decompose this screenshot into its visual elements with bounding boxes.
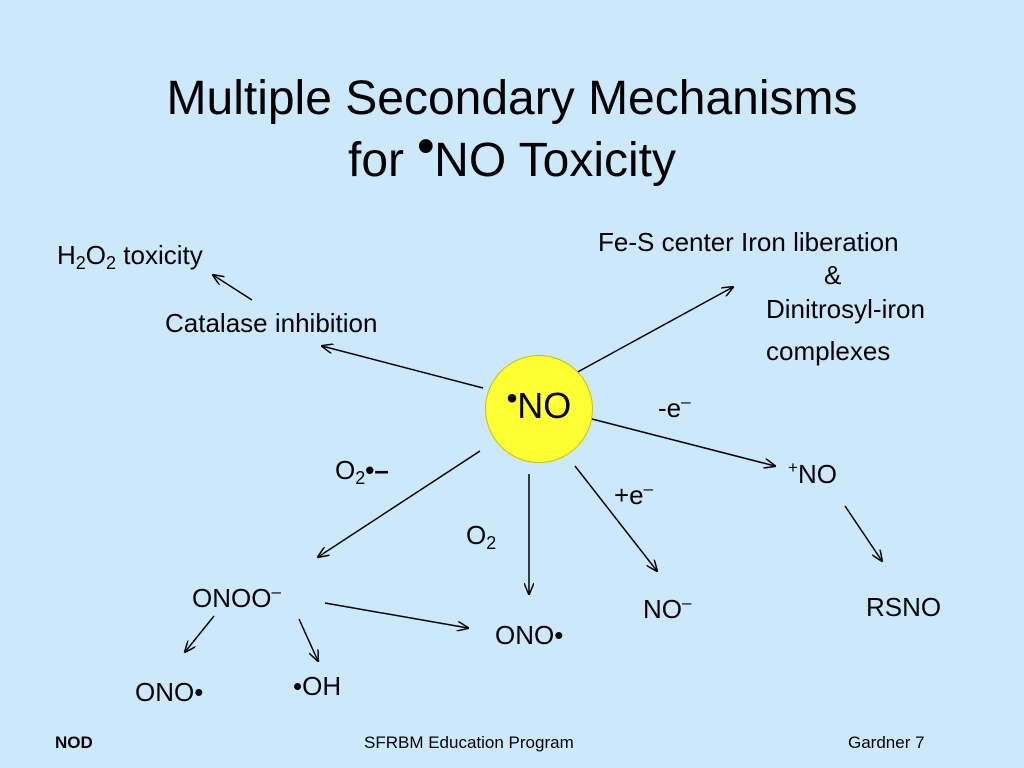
ono-radical-left-label: ONO•: [135, 677, 204, 707]
arrow-onoo-to-ono: [324, 602, 468, 628]
h-subscript: 2: [75, 253, 86, 273]
minus-e-text: -e: [658, 393, 682, 423]
h-letter: H: [57, 240, 76, 270]
arrow-no-to-no-minus: [574, 465, 657, 571]
arrow-catalase-to-h2o2: [213, 275, 253, 301]
slide-title: Multiple Secondary Mechanisms for •NO To…: [0, 68, 1024, 192]
title-suffix: NO Toxicity: [434, 134, 676, 187]
no-minus-label: NO–: [643, 594, 691, 624]
footer-right: Gardner 7: [848, 733, 925, 752]
complexes-label: complexes: [766, 336, 891, 366]
arrow-no-to-plus-no: [591, 418, 775, 466]
title-line-2: for •NO Toxicity: [0, 120, 1024, 192]
superoxide-o: O: [335, 455, 356, 485]
title-line-1: Multiple Secondary Mechanisms: [166, 72, 858, 125]
ono-radical-center-label: ONO•: [495, 620, 564, 650]
arrow-plus-no-to-rsno: [844, 505, 882, 561]
o2-label: O2: [466, 520, 497, 553]
plus-e-label: +e–: [614, 480, 653, 510]
minus-e-sup: –: [681, 392, 691, 411]
o2-sub: 2: [486, 533, 497, 553]
no-radical-dot: •: [506, 382, 518, 415]
o2-o: O: [466, 520, 487, 550]
o-letter: O: [85, 240, 107, 270]
dinitrosyl-iron-label: Dinitrosyl-iron: [766, 294, 925, 324]
minus-e-label: -e–: [658, 393, 691, 423]
arrow-onoo-to-oh: [298, 618, 318, 661]
fes-ampersand: &: [824, 260, 842, 290]
onoo-label: ONOO–: [192, 583, 281, 613]
superoxide-charge: •–: [365, 455, 389, 485]
no-text: NO: [517, 385, 572, 426]
footer-left: NOD: [55, 733, 93, 752]
h2o2-toxicity-label: H2O2 toxicity: [57, 240, 203, 273]
superoxide-sub: 2: [355, 468, 366, 488]
plus-no-sup: +: [788, 458, 798, 477]
arrow-onoo-to-ono-left: [185, 615, 215, 652]
o-subscript: 2: [106, 253, 117, 273]
no-center-circle: [485, 355, 593, 463]
arrow-no-to-onoo: [318, 450, 481, 557]
plus-no-label: +NO: [788, 459, 837, 489]
title-radical-dot: •: [417, 120, 435, 173]
no-minus-sup: –: [682, 593, 692, 612]
toxicity-word: toxicity: [116, 240, 203, 270]
superoxide-label: O2•–: [335, 455, 389, 488]
rsno-label: RSNO: [866, 592, 942, 622]
plus-e-text: +e: [614, 480, 644, 510]
hydroxyl-radical-label: •OH: [293, 671, 342, 701]
onoo-text: ONOO: [192, 583, 272, 613]
plus-no-text: NO: [797, 459, 837, 489]
arrow-no-to-fes: [573, 287, 733, 375]
arrow-no-to-catalase: [322, 346, 484, 389]
onoo-sup: –: [271, 582, 281, 601]
catalase-inhibition-label: Catalase inhibition: [165, 308, 378, 338]
title-prefix: for: [348, 134, 418, 187]
fes-center-label: Fe-S center Iron liberation: [598, 227, 899, 257]
plus-e-sup: –: [643, 479, 654, 498]
no-minus-text: NO: [643, 594, 682, 624]
no-center-label: •NO: [485, 382, 593, 431]
footer-center: SFRBM Education Program: [364, 733, 574, 752]
